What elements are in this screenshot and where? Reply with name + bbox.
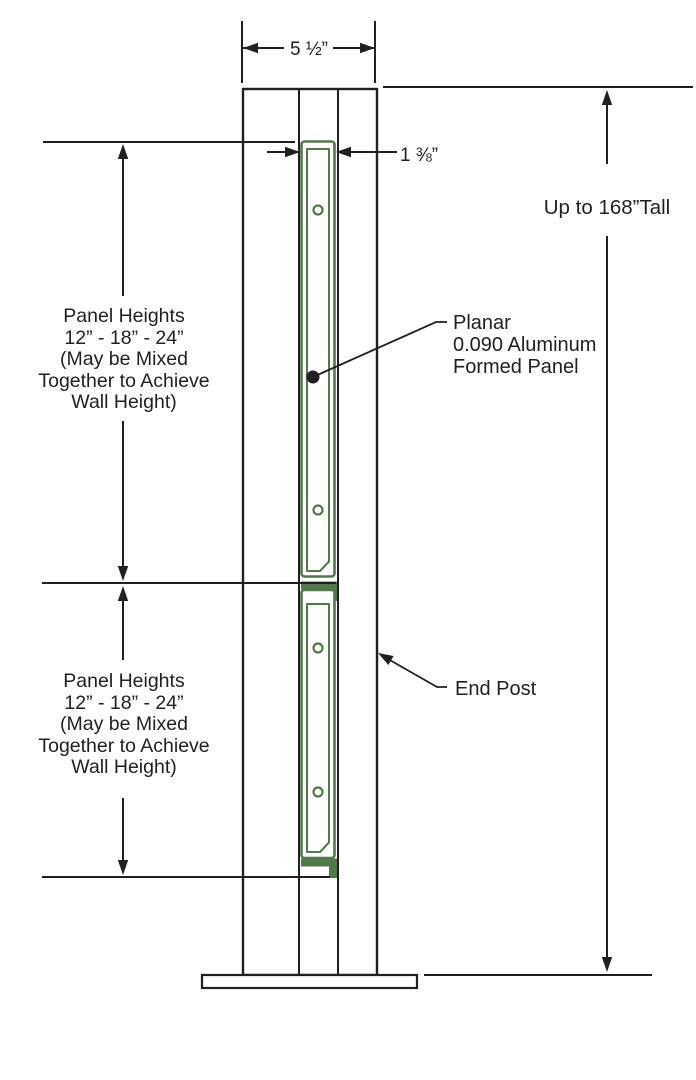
panel-bottom-flange bbox=[301, 858, 337, 878]
arrowhead-left bbox=[243, 42, 258, 54]
note-line: Panel Heights bbox=[63, 305, 185, 327]
note-line: Together to Achieve bbox=[38, 734, 210, 757]
panel-heights-note-upper: Panel Heights 12” - 18” - 24” (May be Mi… bbox=[38, 305, 210, 414]
planar-leader-line bbox=[312, 321, 447, 378]
panel-junction-flange bbox=[301, 581, 337, 601]
panel-hole bbox=[312, 204, 324, 216]
panel-thickness-dimension: 1 ⅜” bbox=[400, 145, 439, 166]
callout-line: Planar bbox=[453, 312, 511, 334]
panel-hole bbox=[312, 786, 324, 798]
note-line: 12” - 18” - 24” bbox=[64, 691, 184, 714]
panel-heights-note-lower: Panel Heights 12” - 18” - 24” (May be Mi… bbox=[38, 670, 210, 779]
callout-line: Formed Panel bbox=[453, 356, 579, 378]
arrowhead-right bbox=[360, 42, 375, 54]
arrowhead-down bbox=[117, 566, 129, 581]
note-line: Together to Achieve bbox=[38, 369, 210, 392]
note-line: (May be Mixed bbox=[60, 713, 188, 735]
panel-lower-inner bbox=[306, 603, 330, 853]
note-line: Panel Heights bbox=[63, 670, 185, 692]
note-line: 12” - 18” - 24” bbox=[64, 326, 184, 349]
arrowhead-up bbox=[117, 586, 129, 601]
note-line: (May be Mixed bbox=[60, 348, 188, 370]
arrowhead-up bbox=[601, 90, 613, 105]
panel-hole bbox=[312, 504, 324, 516]
end-post-callout: End Post bbox=[455, 678, 537, 700]
planar-leader-dot bbox=[306, 370, 320, 384]
panel-hole bbox=[312, 642, 324, 654]
note-line: Wall Height) bbox=[71, 756, 177, 778]
note-line: Wall Height) bbox=[71, 391, 177, 413]
post-width-dimension: 5 ½” bbox=[289, 39, 329, 60]
arrowhead-down bbox=[117, 860, 129, 875]
callout-line: 0.090 Aluminum bbox=[453, 334, 597, 356]
panel-upper-inner bbox=[306, 148, 330, 572]
overall-height-dimension: Up to 168”Tall bbox=[543, 196, 671, 219]
base-plate bbox=[200, 973, 419, 990]
dimension-group bbox=[42, 21, 693, 976]
aluminum-panel-group bbox=[300, 140, 337, 878]
arrowhead-up bbox=[117, 144, 129, 159]
end-post-leader-line bbox=[380, 654, 447, 688]
planar-panel-callout: Planar 0.090 Aluminum Formed Panel bbox=[453, 312, 596, 378]
arrowhead-down bbox=[601, 957, 613, 972]
